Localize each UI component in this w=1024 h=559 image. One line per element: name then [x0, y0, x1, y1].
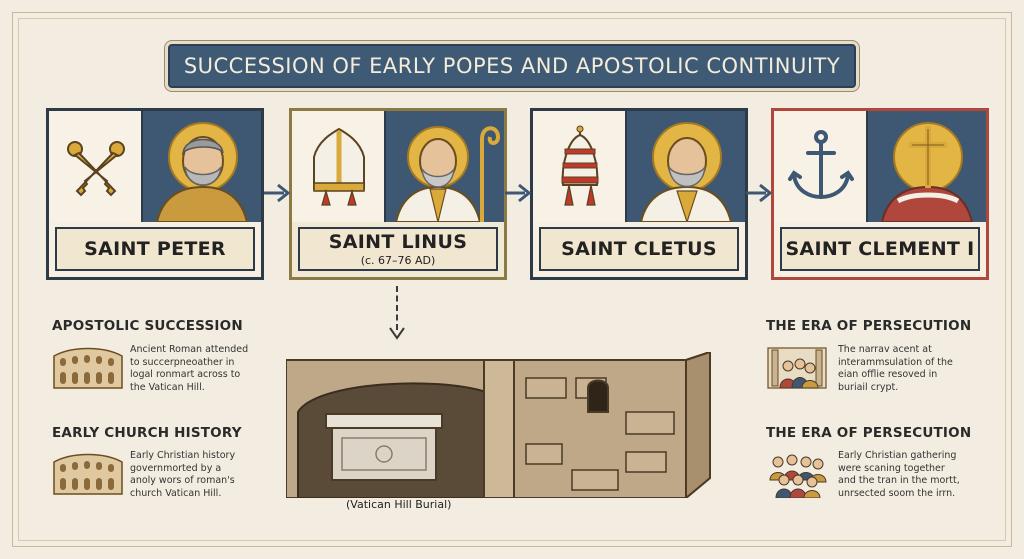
burial-connector-line — [396, 286, 398, 330]
pope-card-cletus: SAINT CLETUS — [530, 108, 748, 280]
saint-cletus-portrait-icon — [639, 122, 733, 222]
pope-name: SAINT CLEMENT I — [785, 238, 975, 260]
section-text: Early Christian history governmorted by … — [130, 450, 236, 499]
saint-clement-portrait-icon — [880, 122, 974, 222]
section-heading: EARLY CHURCH HISTORY — [52, 425, 242, 441]
symbol-panel — [292, 111, 386, 222]
pope-card-peter: SAINT PETER — [46, 108, 264, 280]
section-text: Ancient Roman attended to succerpneoathe… — [130, 344, 249, 393]
section-text: Early Christian gathering were scaning t… — [838, 450, 960, 499]
pope-name-plate: SAINT CLEMENT I — [780, 227, 980, 271]
pope-dates: (c. 67–76 AD) — [360, 254, 436, 267]
crypt-caption: (Vatican Hill Burial) — [346, 498, 452, 511]
portrait-panel — [386, 111, 504, 222]
pope-card-clement: SAINT CLEMENT I — [771, 108, 989, 280]
section-text: The narrav acent at interammsulation of … — [838, 344, 953, 393]
saint-linus-portrait-icon — [394, 126, 501, 222]
pope-name-plate: SAINT PETER — [55, 227, 255, 271]
crossed-keys-icon — [67, 141, 125, 197]
succession-arrow-icon — [746, 183, 773, 203]
papal-tiara-icon — [561, 125, 599, 206]
mitre-icon — [313, 127, 365, 206]
pope-name: SAINT PETER — [84, 238, 226, 260]
page-title: SUCCESSION OF EARLY POPES AND APOSTOLIC … — [183, 54, 841, 78]
symbol-panel — [774, 111, 868, 222]
succession-arrow-icon — [505, 183, 532, 203]
saint-peter-portrait-icon — [155, 122, 249, 222]
pope-name-plate: SAINT LINUS (c. 67–76 AD) — [298, 227, 498, 271]
colosseum-icon — [53, 453, 123, 495]
section-heading: THE ERA OF PERSECUTION — [766, 425, 972, 441]
pope-name: SAINT LINUS — [328, 231, 468, 253]
succession-arrow-icon — [264, 183, 291, 203]
arrow-down-icon — [389, 327, 405, 340]
portrait-panel — [868, 111, 986, 222]
portrait-panel — [143, 111, 261, 222]
pope-card-linus: SAINT LINUS (c. 67–76 AD) — [289, 108, 507, 280]
outer-frame — [12, 12, 1012, 547]
crypt-illustration — [286, 352, 711, 498]
colosseum-icon — [53, 347, 123, 389]
anchor-icon — [788, 130, 854, 200]
symbol-panel — [533, 111, 627, 222]
title-banner: SUCCESSION OF EARLY POPES AND APOSTOLIC … — [168, 44, 856, 88]
inner-frame — [18, 18, 1006, 541]
christians-gathering-icon — [769, 454, 827, 498]
christians-gathering-icon — [767, 347, 827, 389]
portrait-panel — [627, 111, 745, 222]
symbol-panel — [49, 111, 143, 222]
pope-name-plate: SAINT CLETUS — [539, 227, 739, 271]
pope-name: SAINT CLETUS — [561, 238, 717, 260]
section-heading: THE ERA OF PERSECUTION — [766, 318, 972, 334]
section-heading: APOSTOLIC SUCCESSION — [52, 318, 243, 334]
